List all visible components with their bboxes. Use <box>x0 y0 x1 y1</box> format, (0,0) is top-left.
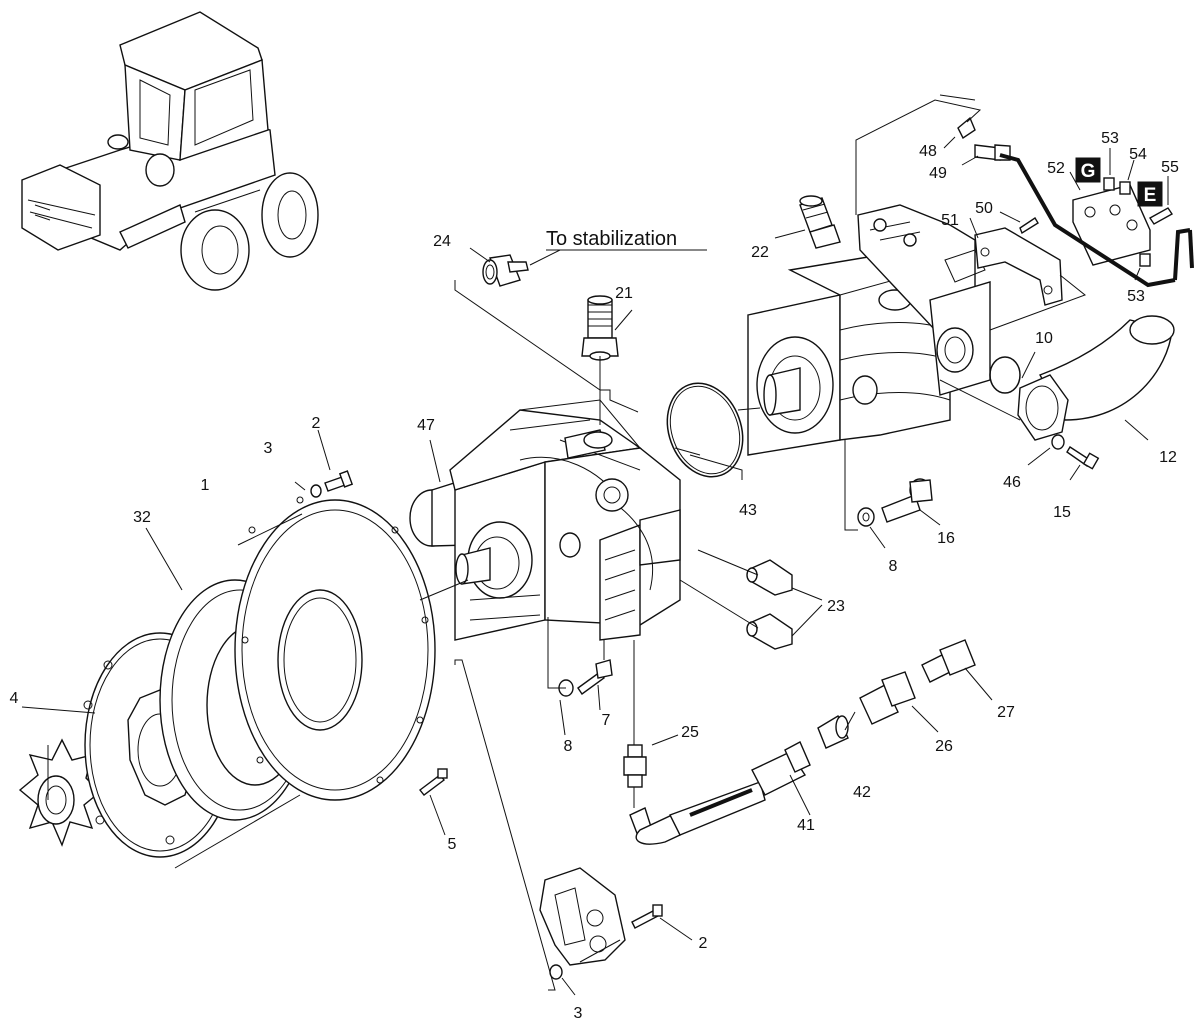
part-22-fitting <box>799 195 841 249</box>
callout-54: 54 <box>1129 146 1147 163</box>
part-41-hose <box>629 741 811 845</box>
part-27-fitting <box>921 639 976 683</box>
callout-48: 48 <box>919 143 937 160</box>
callout-47: 47 <box>417 417 435 434</box>
callout-43: 43 <box>739 502 757 519</box>
part-12-elbow-pipe <box>1017 315 1175 441</box>
part-53-fitting-bottom <box>1139 253 1151 267</box>
part-8-washer-right <box>857 507 875 527</box>
part-43-o-ring <box>666 382 744 478</box>
part-21-fitting <box>581 295 619 361</box>
part-54-fitting <box>1119 181 1131 195</box>
part-46-washer <box>1051 434 1065 450</box>
callout-21: 21 <box>615 285 633 302</box>
part-4-drive-coupling <box>18 738 102 847</box>
part-2-bolt-upper <box>324 470 354 492</box>
badge-g-text: G <box>1081 161 1096 182</box>
part-1-flywheel-housing <box>234 496 436 801</box>
part-10-o-ring <box>989 356 1021 394</box>
badge-e-text: E <box>1144 185 1157 206</box>
badge-g: G <box>1075 157 1101 183</box>
callout-15: 15 <box>1053 504 1071 521</box>
callout-26: 26 <box>935 738 953 755</box>
callout-42: 42 <box>853 784 871 801</box>
callout-32: 32 <box>133 509 151 526</box>
callout-8-right: 8 <box>889 558 898 575</box>
callout-41: 41 <box>797 817 815 834</box>
part-47-main-pump <box>409 399 681 641</box>
callout-4: 4 <box>10 690 19 707</box>
part-50-bolt <box>1019 217 1039 235</box>
callout-16: 16 <box>937 530 955 547</box>
secondary-pump <box>747 204 991 456</box>
callout-2-lower: 2 <box>699 935 708 952</box>
callout-1: 1 <box>201 477 210 494</box>
part-55-bolt <box>1148 207 1174 225</box>
callout-22: 22 <box>751 244 769 261</box>
part-53-fitting-top <box>1103 177 1115 191</box>
callout-23: 23 <box>827 598 845 615</box>
badge-e: E <box>1137 181 1163 207</box>
part-15-bolt <box>1066 446 1100 470</box>
callout-52: 52 <box>1047 160 1065 177</box>
hydraulic-line <box>999 153 1194 288</box>
callout-3-lower: 3 <box>574 1005 583 1022</box>
part-25-fitting <box>623 744 647 788</box>
mounting-bracket-plate <box>539 867 626 966</box>
callout-3: 3 <box>264 440 273 457</box>
part-23-sensor-lower <box>746 613 793 650</box>
part-3-washer-upper <box>310 484 322 498</box>
part-5-bolt <box>419 768 448 796</box>
part-23-sensor-upper <box>746 559 793 596</box>
part-2-bolt-lower <box>631 904 663 929</box>
annotation-to-stabilization: To stabilization <box>546 228 677 250</box>
callout-53-bottom: 53 <box>1127 288 1145 305</box>
callout-12: 12 <box>1159 449 1177 466</box>
part-48-fitting <box>957 116 976 140</box>
part-51-bracket <box>974 227 1063 306</box>
callout-7: 7 <box>602 712 611 729</box>
callout-50: 50 <box>975 200 993 217</box>
callout-27: 27 <box>997 704 1015 721</box>
part-16-bolt <box>881 478 933 523</box>
part-42-fitting <box>817 714 849 749</box>
tractor-thumbnail <box>21 11 319 291</box>
callout-labels: 1 2 3 32 4 5 47 24 21 22 43 23 8 7 25 41… <box>10 130 1179 1022</box>
callout-46: 46 <box>1003 474 1021 491</box>
callout-25: 25 <box>681 724 699 741</box>
callout-2: 2 <box>312 415 321 432</box>
callout-10: 10 <box>1035 330 1053 347</box>
part-7-bolt <box>577 659 613 695</box>
callout-53-top: 53 <box>1101 130 1119 147</box>
callout-55: 55 <box>1161 159 1179 176</box>
callout-24: 24 <box>433 233 451 250</box>
part-26-fitting <box>859 671 916 725</box>
callout-51: 51 <box>941 212 959 229</box>
callout-5: 5 <box>448 836 457 853</box>
callout-8-left: 8 <box>564 738 573 755</box>
part-24-elbow <box>482 254 529 287</box>
callout-49: 49 <box>929 165 947 182</box>
